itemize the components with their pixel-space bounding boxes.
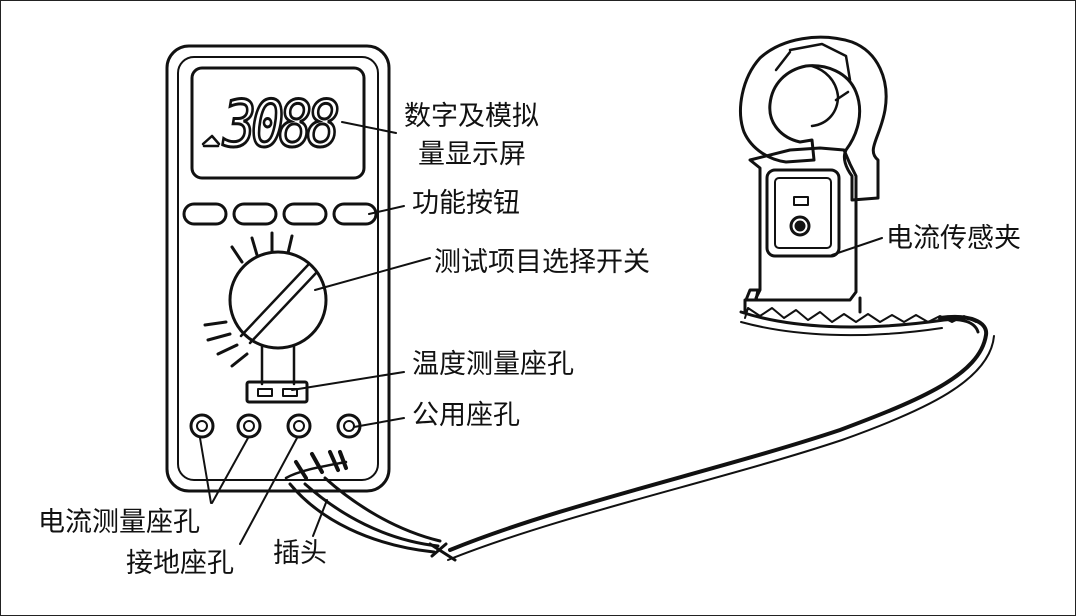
current-jack	[189, 413, 215, 439]
label-current-clamp: 电流传感夹	[886, 223, 1021, 254]
label-temperature-jack: 温度测量座孔	[412, 349, 574, 380]
current-clamp	[739, 35, 888, 314]
label-ground-jack: 接地座孔	[126, 548, 234, 579]
label-display-line1: 数字及模拟	[404, 101, 539, 132]
leader-lines	[199, 121, 883, 545]
leader-display	[341, 121, 397, 134]
temperature-jack	[245, 380, 309, 404]
ground-jack	[236, 413, 262, 439]
cable	[288, 307, 995, 562]
leader-current-jack-b	[211, 437, 249, 504]
function-buttons	[182, 202, 378, 226]
label-selector-switch: 测试项目选择开关	[434, 247, 650, 278]
leader-temperature-jack	[291, 371, 405, 391]
leader-plug	[312, 499, 328, 537]
function-button-1	[182, 202, 228, 226]
function-button-4	[332, 202, 378, 226]
leader-common-jack	[353, 417, 405, 428]
leader-clamp	[831, 237, 883, 256]
leader-ground-jack	[239, 437, 298, 545]
label-common-jack: 公用座孔	[412, 400, 520, 431]
leader-current-jack-a	[199, 437, 212, 504]
function-button-2	[232, 202, 278, 226]
leader-selector	[314, 257, 431, 291]
label-current-jack: 电流测量座孔	[38, 507, 200, 538]
label-plug: 插头	[273, 538, 327, 569]
leader-function-buttons	[368, 205, 405, 215]
label-function-buttons: 功能按钮	[412, 188, 520, 219]
label-display-line2: 量显示屏	[418, 139, 526, 170]
input-jacks	[189, 413, 362, 439]
display-screen	[190, 66, 366, 180]
display-digits: 3088	[222, 88, 338, 162]
plugs	[284, 450, 348, 480]
current-jack-2	[286, 413, 312, 439]
selector-switch	[203, 231, 328, 386]
function-button-3	[282, 202, 328, 226]
